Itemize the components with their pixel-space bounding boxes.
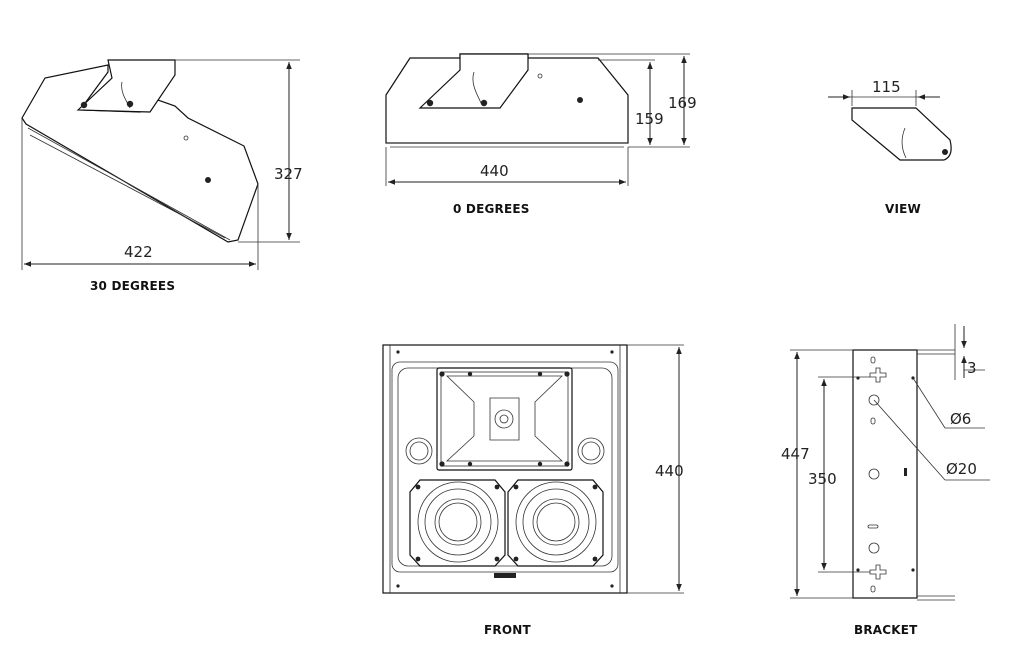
dim-0-height-outer: 169 — [668, 94, 697, 112]
bass-ports — [405, 437, 605, 465]
woofer-right — [507, 479, 604, 567]
view-30-degrees: 327 422 30 DEGREES — [21, 59, 303, 293]
view-front: 440 FRONT — [382, 344, 684, 637]
dim-bracket-hole-small: Ø6 — [950, 410, 971, 428]
dim-0-height-inner: 159 — [635, 110, 664, 128]
view-bracket-front: 447 350 3 Ø6 Ø20 BRACKET — [781, 324, 990, 637]
caption-front: FRONT — [484, 623, 531, 637]
dim-bracket-holes: 350 — [808, 470, 837, 488]
dim-30-width: 422 — [124, 243, 153, 261]
dim-bracket-hole-large: Ø20 — [946, 460, 977, 478]
dim-front-height: 440 — [655, 462, 684, 480]
speaker-body-tilted — [21, 64, 259, 243]
dim-30-height: 327 — [274, 165, 303, 183]
mounting-bracket-level — [418, 53, 583, 109]
dim-view-width: 115 — [872, 78, 901, 96]
caption-view: VIEW — [885, 202, 921, 216]
caption-30-degrees: 30 DEGREES — [90, 279, 175, 293]
dim-0-width: 440 — [480, 162, 509, 180]
bracket-holes — [856, 356, 915, 593]
brand-badge — [494, 573, 516, 578]
dim-bracket-total: 447 — [781, 445, 810, 463]
view-bracket-side: 115 VIEW — [828, 78, 952, 216]
caption-0-degrees: 0 DEGREES — [453, 202, 530, 216]
view-0-degrees: 169 159 440 0 DEGREES — [385, 53, 697, 216]
dim-bracket-thickness: 3 — [967, 359, 977, 377]
caption-bracket: BRACKET — [854, 623, 918, 637]
woofer-left — [409, 479, 506, 567]
horn-waveguide — [436, 367, 573, 471]
